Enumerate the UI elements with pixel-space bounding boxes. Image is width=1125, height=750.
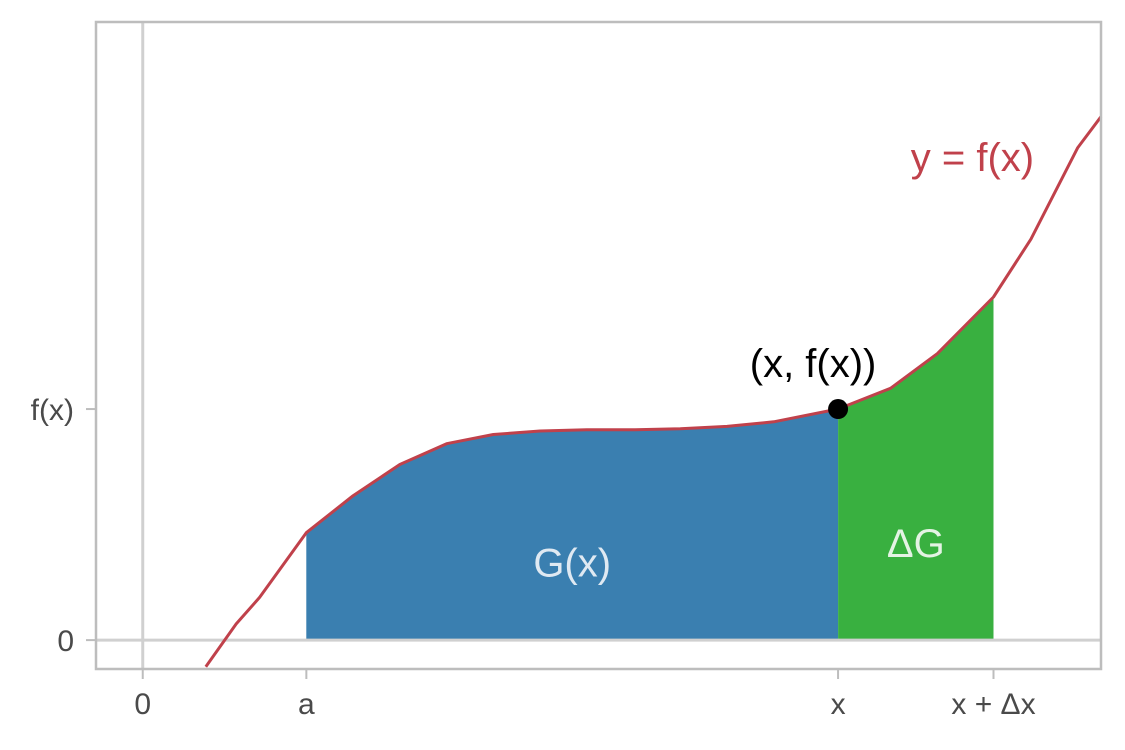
annotations: G(x) ΔG (x, f(x)) y = f(x)	[533, 136, 1034, 586]
x-tick-label: x	[831, 688, 846, 721]
x-tick-label: a	[298, 688, 315, 721]
x-tick-label: 0	[134, 688, 151, 721]
axes: 0 a x x + Δx 0 f(x)	[31, 394, 1036, 721]
y-tick-label: f(x)	[31, 394, 74, 427]
curve-label: y = f(x)	[911, 136, 1034, 180]
zero-lines	[96, 22, 1101, 669]
region-delta-g-area	[838, 297, 994, 641]
shaded-regions	[306, 297, 994, 641]
curve-layer	[204, 115, 1103, 668]
curve-line	[204, 115, 1103, 668]
point-marker	[828, 399, 849, 420]
plot-panel-border	[94, 20, 1103, 671]
delta-g-region-label: ΔG	[887, 522, 945, 566]
g-region-label: G(x)	[533, 542, 611, 586]
point-label: (x, f(x))	[750, 342, 877, 386]
y-tick-label: 0	[57, 625, 74, 658]
x-tick-label: x + Δx	[951, 688, 1035, 721]
region-g-area	[306, 409, 839, 641]
